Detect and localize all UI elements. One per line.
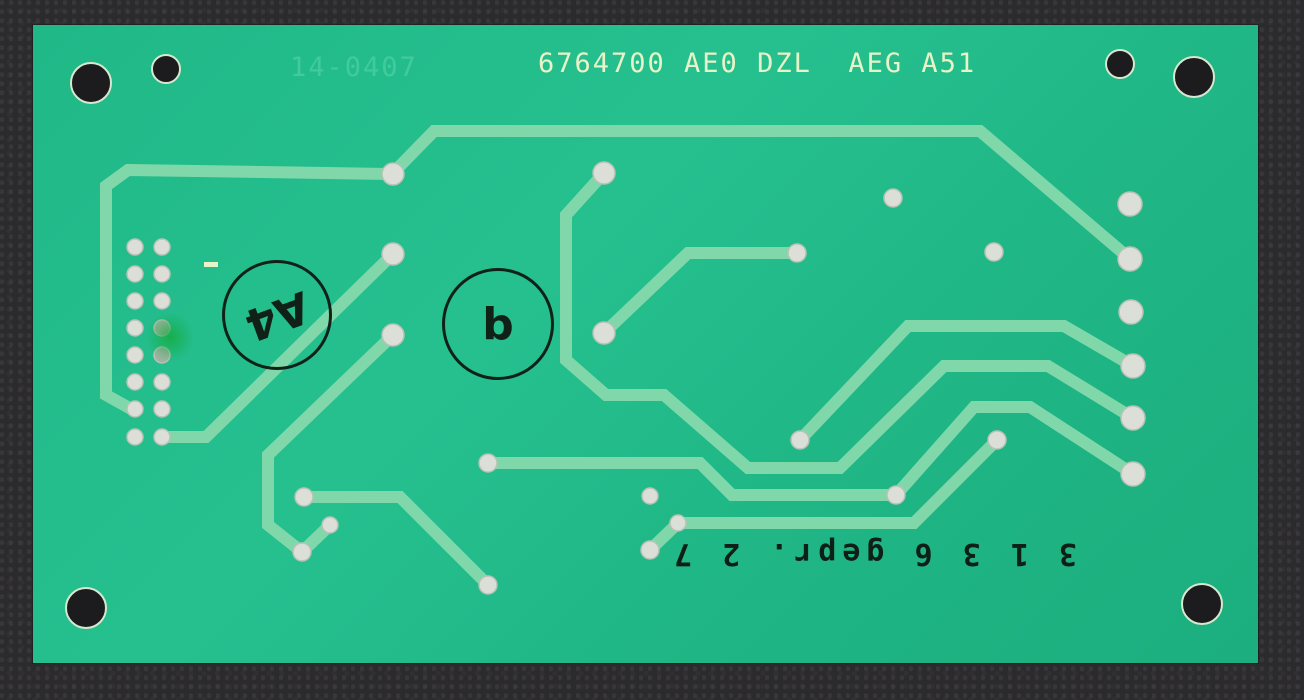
inspection-stamp: 3 1 3 6 gepr. 2 7 — [668, 536, 1078, 571]
silkscreen-faint-number: 14-0407 — [290, 52, 418, 83]
mounting-hole — [1181, 583, 1223, 625]
mounting-hole — [1173, 56, 1215, 98]
stamp-b-text: b — [482, 298, 514, 350]
stamp-a4-text: A4 — [237, 279, 317, 351]
mounting-hole — [70, 62, 112, 104]
silkscreen-part-label: 6764700 AE0 DZL AEG A51 — [538, 48, 977, 79]
mounting-hole — [1105, 49, 1135, 79]
circle-stamp-a4: A4 — [222, 260, 332, 370]
circle-stamp-b: b — [442, 268, 554, 380]
mounting-hole — [151, 54, 181, 84]
mounting-hole — [65, 587, 107, 629]
silkscreen-dash — [204, 262, 218, 267]
flux-residue — [146, 312, 194, 362]
mounting-holes — [65, 49, 1223, 629]
solder-pads — [126, 161, 1146, 595]
